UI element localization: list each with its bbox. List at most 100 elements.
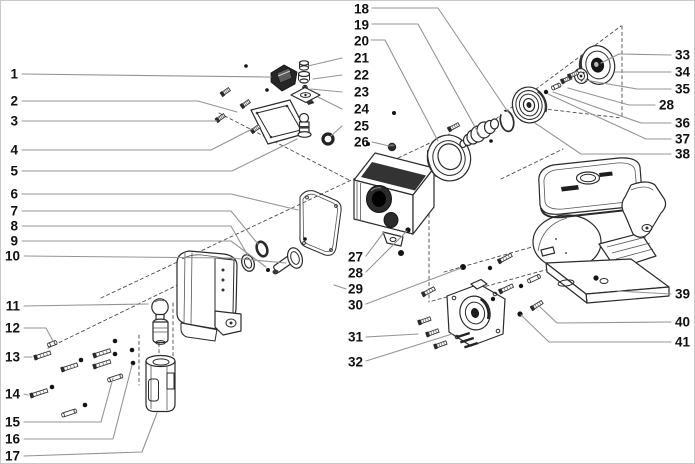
hex-bolt xyxy=(498,283,515,295)
outlet-valve-assembly xyxy=(151,298,169,345)
piston-slider xyxy=(272,247,304,275)
leader-line-33 xyxy=(600,53,672,64)
ball-fastener xyxy=(129,347,135,353)
leader-line-5 xyxy=(21,138,298,172)
leader-line-22 xyxy=(312,74,343,80)
small-screw xyxy=(219,87,232,97)
dowel-pin xyxy=(527,273,541,284)
callout-8: 8 xyxy=(10,219,18,234)
dashed-axis-line xyxy=(100,133,450,299)
callout-15: 15 xyxy=(5,415,21,430)
dowel-pin xyxy=(551,82,562,91)
callout-19: 19 xyxy=(354,18,369,33)
ball-fastener xyxy=(112,351,118,357)
leader-line-21 xyxy=(307,57,343,67)
rocker-switch xyxy=(270,64,298,92)
leader-line-16 xyxy=(23,364,133,440)
dowel-pin xyxy=(107,373,124,383)
ball-fastener xyxy=(593,275,599,281)
bearing-bell-ring xyxy=(426,134,472,182)
callout-7: 7 xyxy=(10,204,18,219)
ball-fastener xyxy=(487,265,493,271)
leader-line-23 xyxy=(310,88,343,93)
leader-line-38 xyxy=(534,122,672,155)
dowel-pin xyxy=(61,408,78,418)
callout-20: 20 xyxy=(354,34,369,49)
dashed-axis-line xyxy=(218,112,352,182)
leader-line-10 xyxy=(23,255,287,264)
callout-labels: 1234567891011121314151617181920212223242… xyxy=(5,2,691,464)
ball-fastener xyxy=(266,268,270,272)
ball-fastener xyxy=(518,283,524,289)
callout-21: 21 xyxy=(354,51,370,66)
leader-line-28 xyxy=(365,230,408,273)
callout-2: 2 xyxy=(10,94,18,109)
ball-fastener xyxy=(543,89,549,95)
ball-fastener xyxy=(460,264,466,270)
leader-line-35 xyxy=(584,79,672,90)
leader-line-31 xyxy=(365,333,419,338)
leader-line-25 xyxy=(330,125,343,137)
small-screw xyxy=(446,122,461,133)
callout-25: 25 xyxy=(354,119,370,134)
ball-fastener xyxy=(366,142,370,146)
callout-3: 3 xyxy=(10,114,18,129)
leader-line-14 xyxy=(23,393,29,396)
callout-4: 4 xyxy=(10,143,18,158)
callout-5: 5 xyxy=(10,164,18,179)
small-screw xyxy=(239,99,252,109)
leader-line-28 xyxy=(567,87,656,106)
leader-line-27 xyxy=(365,231,385,257)
callout-22: 22 xyxy=(354,68,369,83)
callout-24: 24 xyxy=(354,102,370,117)
small-screw xyxy=(214,113,227,123)
callout-36: 36 xyxy=(675,116,691,131)
callout-13: 13 xyxy=(5,350,21,365)
hex-bolt xyxy=(92,359,112,370)
leader-line-18 xyxy=(371,7,509,113)
leader-line-4 xyxy=(21,128,253,151)
small-screw xyxy=(425,328,440,338)
leader-line-17 xyxy=(23,412,158,457)
ball-fastener xyxy=(265,88,269,92)
leader-line-11 xyxy=(23,303,149,307)
switch-mounting-plate xyxy=(250,99,308,145)
ball-fastener xyxy=(82,402,88,408)
callout-11: 11 xyxy=(6,299,21,314)
hex-bolt xyxy=(92,348,112,359)
cover-gasket xyxy=(299,190,342,256)
ball-fastener xyxy=(398,250,404,256)
ball-fastener xyxy=(78,357,84,363)
leader-line-2 xyxy=(21,100,238,113)
leader-line-26 xyxy=(371,141,390,147)
filter-housing xyxy=(145,354,176,413)
small-screw xyxy=(249,124,262,134)
pump-head-cover xyxy=(176,250,242,342)
seal-ring-a xyxy=(255,240,269,258)
leader-line-36 xyxy=(552,91,672,124)
seal-ring-b xyxy=(241,254,255,272)
callout-30: 30 xyxy=(348,298,363,313)
callout-16: 16 xyxy=(5,432,21,447)
callout-17: 17 xyxy=(5,449,20,464)
leader-line-40 xyxy=(538,305,672,324)
ball-fastener xyxy=(490,296,496,302)
dashed-axis-line xyxy=(500,148,564,180)
callout-9: 9 xyxy=(10,234,18,249)
button-cap-spring-plate-stack xyxy=(290,60,321,105)
dashed-axis-line xyxy=(535,107,623,119)
leader-line-12 xyxy=(23,327,54,342)
ball-fastener xyxy=(244,64,248,68)
callout-6: 6 xyxy=(10,187,18,202)
callout-33: 33 xyxy=(675,48,691,63)
leader-line-1 xyxy=(21,73,272,78)
leader-line-7 xyxy=(21,210,259,245)
callout-28: 28 xyxy=(659,98,675,113)
small-screw xyxy=(567,70,580,80)
callout-28: 28 xyxy=(348,266,364,281)
gearbox-housing xyxy=(353,152,435,247)
hex-bolt xyxy=(60,362,79,373)
ball-fastener xyxy=(130,360,136,366)
